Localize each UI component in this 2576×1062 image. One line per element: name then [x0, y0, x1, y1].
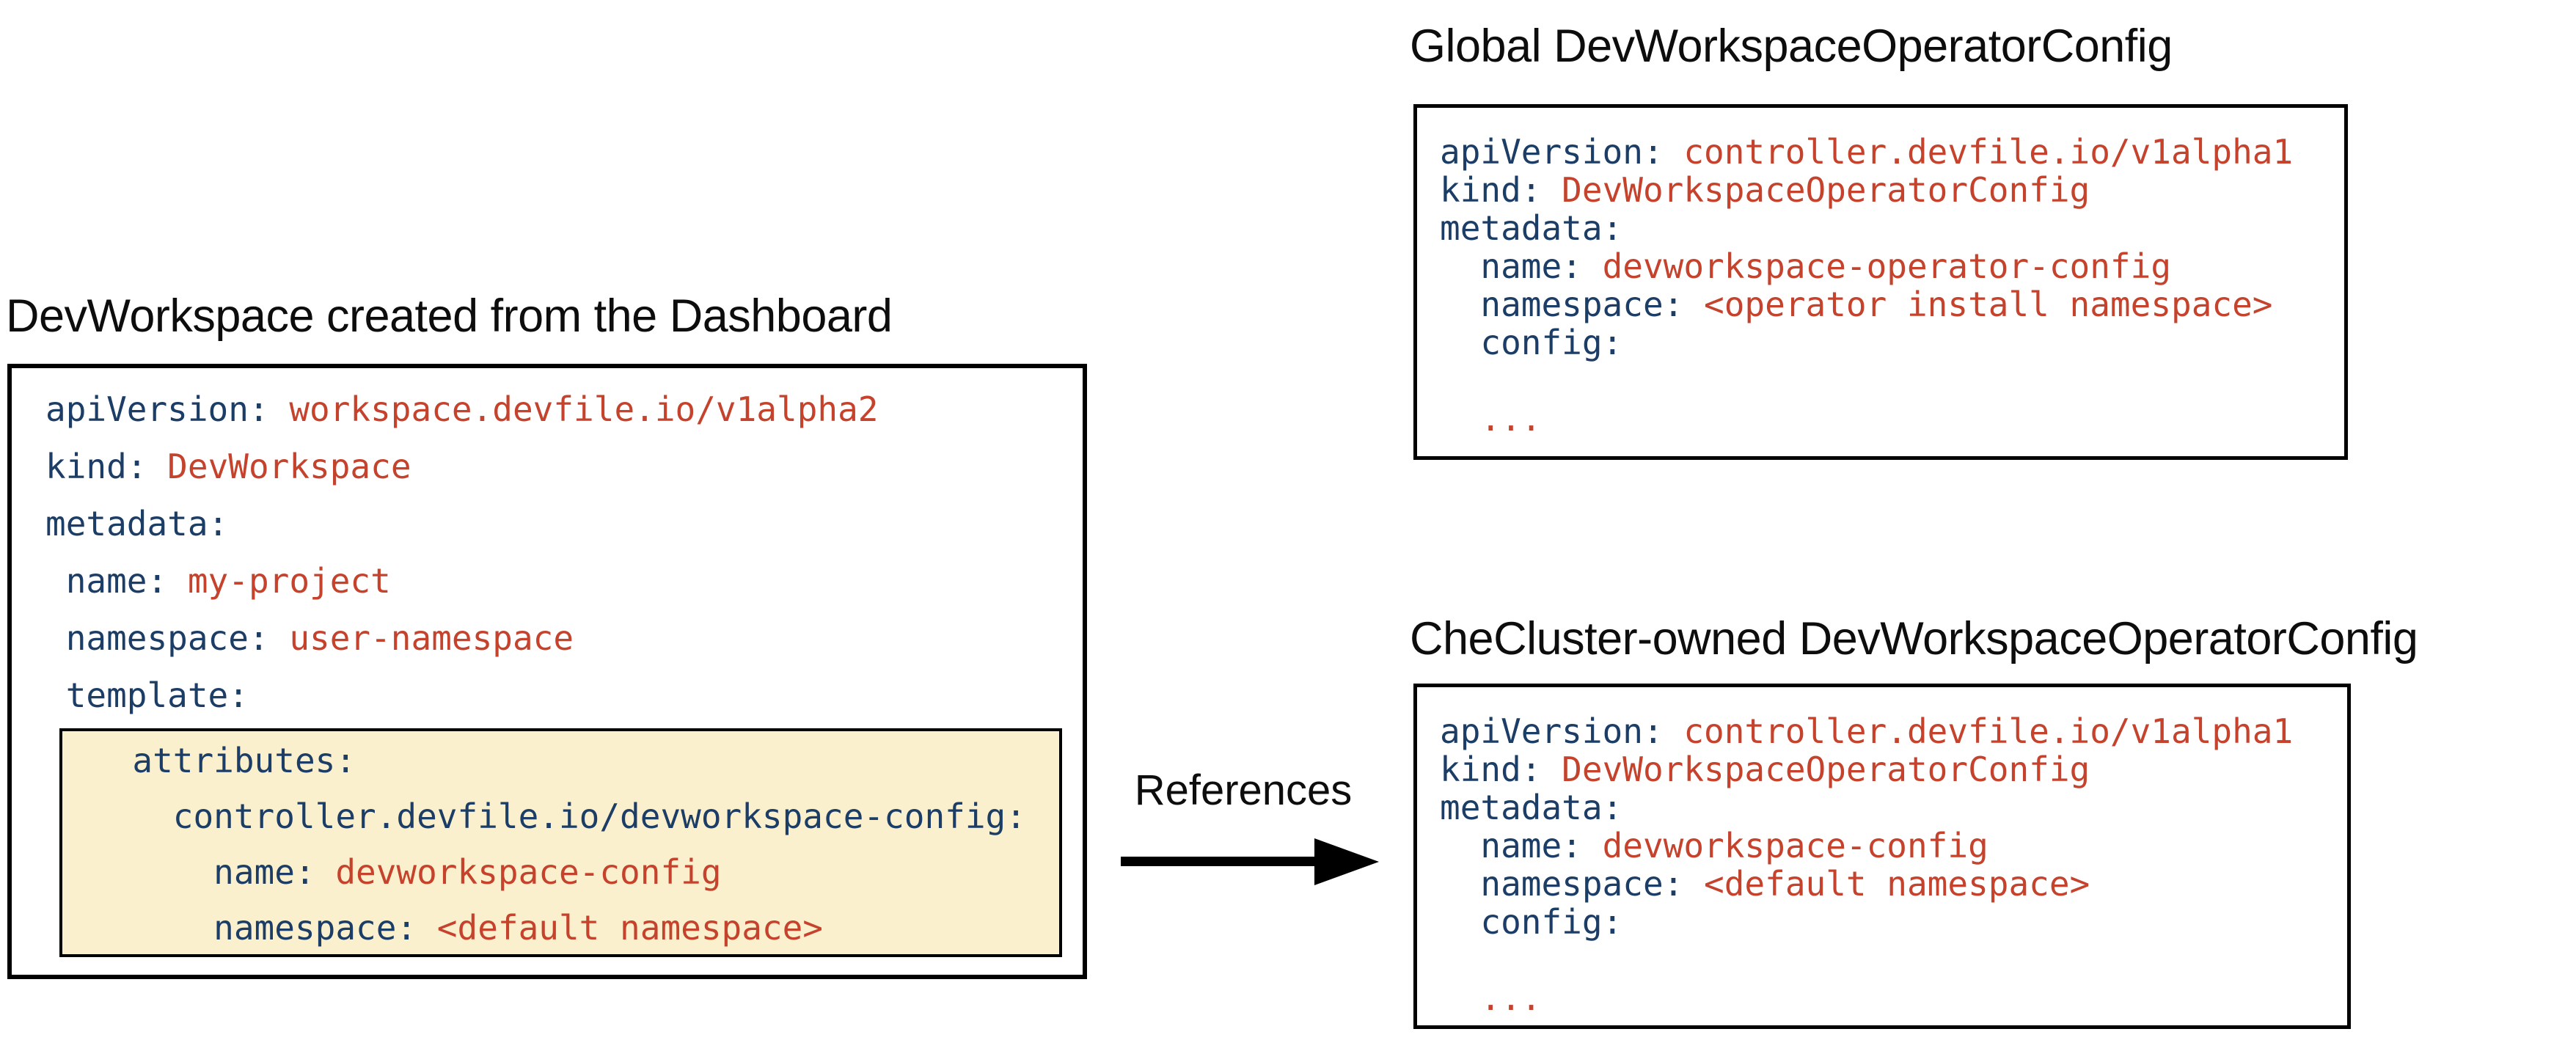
yaml-value: devworkspace-operator-config: [1581, 246, 2172, 286]
yaml-key: apiVersion:: [1440, 132, 1664, 172]
yaml-value: workspace.devfile.io/v1alpha2: [268, 389, 879, 429]
global-operator-config-yaml-code: apiVersion: controller.devfile.io/v1alph…: [1440, 133, 2293, 438]
yaml-key: name:: [1440, 826, 1582, 865]
yaml-value: <default namespace>: [1683, 864, 2090, 904]
code-line: namespace: user-namespace: [45, 609, 878, 667]
code-line: [1440, 362, 2293, 400]
code-line: attributes:: [92, 733, 1026, 788]
yaml-key: kind:: [1440, 750, 1542, 789]
yaml-key: namespace:: [45, 618, 269, 658]
devworkspace-yaml-code: apiVersion: workspace.devfile.io/v1alpha…: [45, 381, 878, 724]
yaml-key: config:: [1440, 323, 1623, 362]
yaml-value: controller.devfile.io/v1alpha1: [1663, 132, 2294, 172]
code-line: kind: DevWorkspaceOperatorConfig: [1440, 171, 2293, 209]
references-arrow-label: References: [1134, 766, 1353, 814]
yaml-value: user-namespace: [268, 618, 574, 658]
code-line: metadata:: [1440, 788, 2293, 827]
code-line: ...: [1440, 979, 2293, 1017]
global-operator-config-title: Global DevWorkspaceOperatorConfig: [1410, 21, 2173, 72]
devworkspace-yaml-box: apiVersion: workspace.devfile.io/v1alpha…: [7, 364, 1087, 979]
yaml-key: name:: [45, 561, 168, 601]
yaml-key: metadata:: [1440, 208, 1623, 248]
checluster-operator-config-yaml-box: apiVersion: controller.devfile.io/v1alph…: [1413, 684, 2351, 1029]
code-line: template:: [45, 667, 878, 724]
yaml-key: kind:: [45, 447, 147, 486]
code-line: config:: [1440, 323, 2293, 362]
checluster-operator-config-yaml-code: apiVersion: controller.devfile.io/v1alph…: [1440, 712, 2293, 1017]
yaml-value: ...: [1440, 399, 1542, 439]
yaml-value: <operator install namespace>: [1683, 285, 2273, 324]
code-line: namespace: <default namespace>: [1440, 865, 2293, 903]
yaml-value: ...: [1440, 978, 1542, 1018]
code-line: name: my-project: [45, 552, 878, 609]
code-line: name: devworkspace-operator-config: [1440, 247, 2293, 285]
yaml-value: controller.devfile.io/v1alpha1: [1663, 711, 2294, 751]
yaml-key: attributes:: [92, 741, 356, 780]
devworkspace-config-attribute-code: attributes: controller.devfile.io/devwor…: [92, 733, 1026, 956]
code-line: apiVersion: workspace.devfile.io/v1alpha…: [45, 381, 878, 438]
arrow-head-icon: [1314, 838, 1379, 885]
code-line: metadata:: [1440, 209, 2293, 247]
yaml-key: apiVersion:: [45, 389, 269, 429]
yaml-key: namespace:: [92, 908, 417, 948]
devworkspace-config-attribute-highlight: attributes: controller.devfile.io/devwor…: [59, 728, 1062, 957]
yaml-key: metadata:: [45, 504, 229, 543]
arrow-line: [1121, 857, 1316, 866]
code-line: kind: DevWorkspace: [45, 438, 878, 495]
yaml-key: namespace:: [1440, 864, 1684, 904]
code-line: [1440, 941, 2293, 979]
code-line: namespace: <default namespace>: [92, 900, 1026, 956]
devworkspace-box-title: DevWorkspace created from the Dashboard: [6, 290, 893, 342]
yaml-key: name:: [92, 852, 315, 892]
code-line: config:: [1440, 903, 2293, 941]
yaml-value: my-project: [167, 561, 391, 601]
code-line: name: devworkspace-config: [1440, 827, 2293, 865]
yaml-value: <default namespace>: [417, 908, 823, 948]
yaml-value: DevWorkspaceOperatorConfig: [1541, 170, 2090, 210]
yaml-value: devworkspace-config: [1581, 826, 1988, 865]
code-line: apiVersion: controller.devfile.io/v1alph…: [1440, 133, 2293, 171]
yaml-key: name:: [1440, 246, 1582, 286]
code-line: apiVersion: controller.devfile.io/v1alph…: [1440, 712, 2293, 750]
code-line: kind: DevWorkspaceOperatorConfig: [1440, 750, 2293, 788]
code-line: name: devworkspace-config: [92, 844, 1026, 900]
global-operator-config-yaml-box: apiVersion: controller.devfile.io/v1alph…: [1413, 104, 2348, 460]
yaml-value: DevWorkspaceOperatorConfig: [1541, 750, 2090, 789]
yaml-key: controller.devfile.io/devworkspace-confi…: [92, 796, 1026, 836]
code-line: ...: [1440, 400, 2293, 438]
code-line: namespace: <operator install namespace>: [1440, 285, 2293, 323]
code-line: controller.devfile.io/devworkspace-confi…: [92, 788, 1026, 844]
yaml-key: config:: [1440, 902, 1623, 942]
code-line: metadata:: [45, 495, 878, 552]
yaml-key: kind:: [1440, 170, 1542, 210]
yaml-value: devworkspace-config: [315, 852, 722, 892]
yaml-key: metadata:: [1440, 788, 1623, 827]
yaml-key: template:: [45, 675, 249, 715]
checluster-operator-config-title: CheCluster-owned DevWorkspaceOperatorCon…: [1410, 613, 2418, 664]
yaml-key: apiVersion:: [1440, 711, 1664, 751]
yaml-value: DevWorkspace: [147, 447, 411, 486]
yaml-key: namespace:: [1440, 285, 1684, 324]
